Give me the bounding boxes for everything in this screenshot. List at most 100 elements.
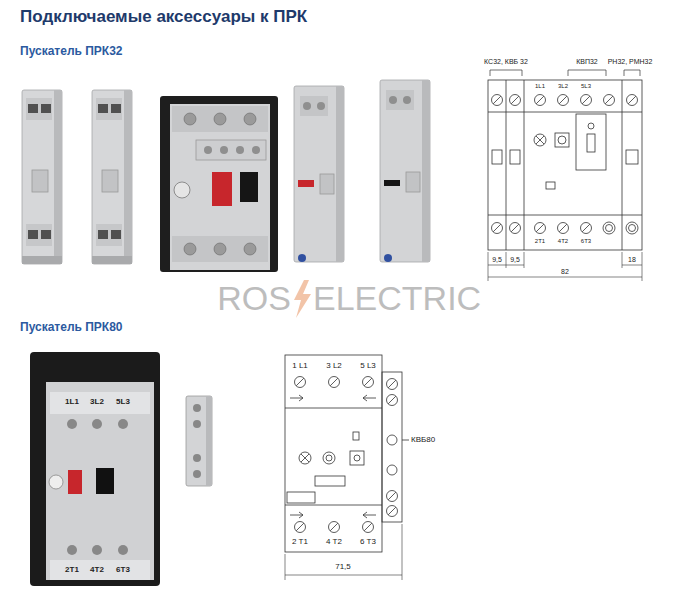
dimension-line <box>285 524 402 580</box>
starter-prk32-photo <box>204 146 212 154</box>
prk32-drawing <box>492 150 502 164</box>
terminal-screw <box>387 491 398 502</box>
dimension-line <box>402 524 403 580</box>
terminal-screw <box>535 95 546 106</box>
dimension-line <box>488 252 642 281</box>
part-name: РН32, РМН32 <box>608 58 653 65</box>
starter-prk80-photo <box>67 419 77 429</box>
aux-contact-photo <box>92 90 132 264</box>
terminal-name: 4 T2 <box>326 538 342 546</box>
release-photo <box>294 86 344 262</box>
terminal-screw <box>492 95 503 106</box>
dimension: 18 <box>628 256 636 263</box>
starter-prk32-photo <box>160 96 278 272</box>
release-photo <box>406 172 420 192</box>
watermark: ROS <box>217 281 291 315</box>
terminal-name: 6T3 <box>116 566 130 574</box>
terminal-name: 2T1 <box>65 566 79 574</box>
starter-prk32-photo <box>236 146 244 154</box>
terminal-screw <box>387 506 398 517</box>
prk32-drawing <box>626 150 638 164</box>
prk32-drawing <box>622 80 623 250</box>
dimension: 9,5 <box>510 256 520 263</box>
release-photo <box>298 180 314 187</box>
prk32-drawing <box>588 123 594 129</box>
starter-prk32-photo <box>174 182 190 198</box>
starter-prk32-photo <box>214 243 226 255</box>
watermark-bolt <box>294 280 311 318</box>
terminal-screw <box>387 379 398 390</box>
terminal-name: 5L3 <box>116 398 130 406</box>
terminal-name: 6 T3 <box>360 538 376 546</box>
starter-prk80-photo <box>50 560 150 580</box>
aux-contact-photo <box>206 396 212 486</box>
release-photo <box>403 96 411 104</box>
terminal-name: 5L3 <box>581 83 591 89</box>
prk32-drawing <box>524 80 525 250</box>
prk80-drawing <box>285 408 382 409</box>
prk32-drawing <box>488 112 642 113</box>
prk32-drawing <box>506 80 507 250</box>
terminal-screw <box>510 95 521 106</box>
prk80-drawing <box>354 455 360 461</box>
starter-prk80-photo <box>46 382 154 580</box>
prk80-drawing <box>285 355 382 552</box>
prk32-drawing <box>587 134 595 152</box>
terminal-screw <box>329 522 340 533</box>
terminal-name: 4T2 <box>90 566 104 574</box>
terminal-name: 6T3 <box>581 238 591 244</box>
prk32-drawing <box>488 80 642 250</box>
terminal-screw <box>363 522 374 533</box>
prk80-drawing <box>363 395 376 401</box>
starter-prk32-photo <box>244 113 256 125</box>
terminal-name: 1L1 <box>65 398 79 406</box>
starter-prk32-photo <box>172 236 268 262</box>
part-name: КС32, КВБ 32 <box>484 58 528 65</box>
terminal-name: 2T1 <box>535 238 545 244</box>
part-name: КВП32 <box>576 58 598 65</box>
starter-prk32-photo <box>172 106 268 132</box>
starter-prk80-photo <box>30 352 160 586</box>
terminal-screw <box>295 522 306 533</box>
release-photo <box>384 180 400 186</box>
prk80-drawing <box>387 465 397 475</box>
starter-prk32-photo <box>252 146 260 154</box>
section-heading: Пускатель ПРК32 <box>20 45 123 57</box>
dimension-line <box>488 277 642 278</box>
starter-prk32-photo <box>212 172 232 206</box>
release-photo <box>380 80 430 262</box>
part-name: КВБ80 <box>411 436 435 444</box>
starter-prk80-photo <box>49 475 63 489</box>
release-photo <box>386 90 414 110</box>
starter-prk32-photo <box>240 172 258 202</box>
aux-contact-photo <box>22 90 132 264</box>
starter-prk80-photo <box>92 419 102 429</box>
dimension-line <box>488 252 489 281</box>
dimension: 71,5 <box>335 563 351 571</box>
dimension: 9,5 <box>492 256 502 263</box>
prk80-drawing <box>382 372 402 522</box>
terminal-screw <box>627 95 638 106</box>
starter-prk32-photo <box>184 113 196 125</box>
starter-prk80-photo <box>96 468 114 494</box>
bracket <box>490 70 640 76</box>
terminal-name: 3L2 <box>558 83 568 89</box>
starter-prk32-photo <box>244 243 256 255</box>
starter-prk32-photo <box>214 113 226 125</box>
bracket <box>624 70 640 76</box>
prk80-drawing <box>350 451 364 465</box>
watermark: ELECTRIC <box>313 281 481 315</box>
prk80-drawing <box>287 492 315 503</box>
dimension-line <box>488 265 524 266</box>
aux-contact-photo <box>193 454 201 462</box>
terminal-screw <box>510 223 521 234</box>
starter-prk32-photo <box>184 243 196 255</box>
prk32-drawing <box>558 136 566 144</box>
starter-prk80-photo <box>118 545 128 555</box>
release-photo <box>294 86 344 262</box>
prk80-drawing <box>315 476 345 486</box>
dimension-line <box>285 575 402 576</box>
terminal-screw <box>604 95 615 106</box>
prk80-drawing <box>326 455 332 461</box>
starter-prk80-photo <box>50 392 150 414</box>
